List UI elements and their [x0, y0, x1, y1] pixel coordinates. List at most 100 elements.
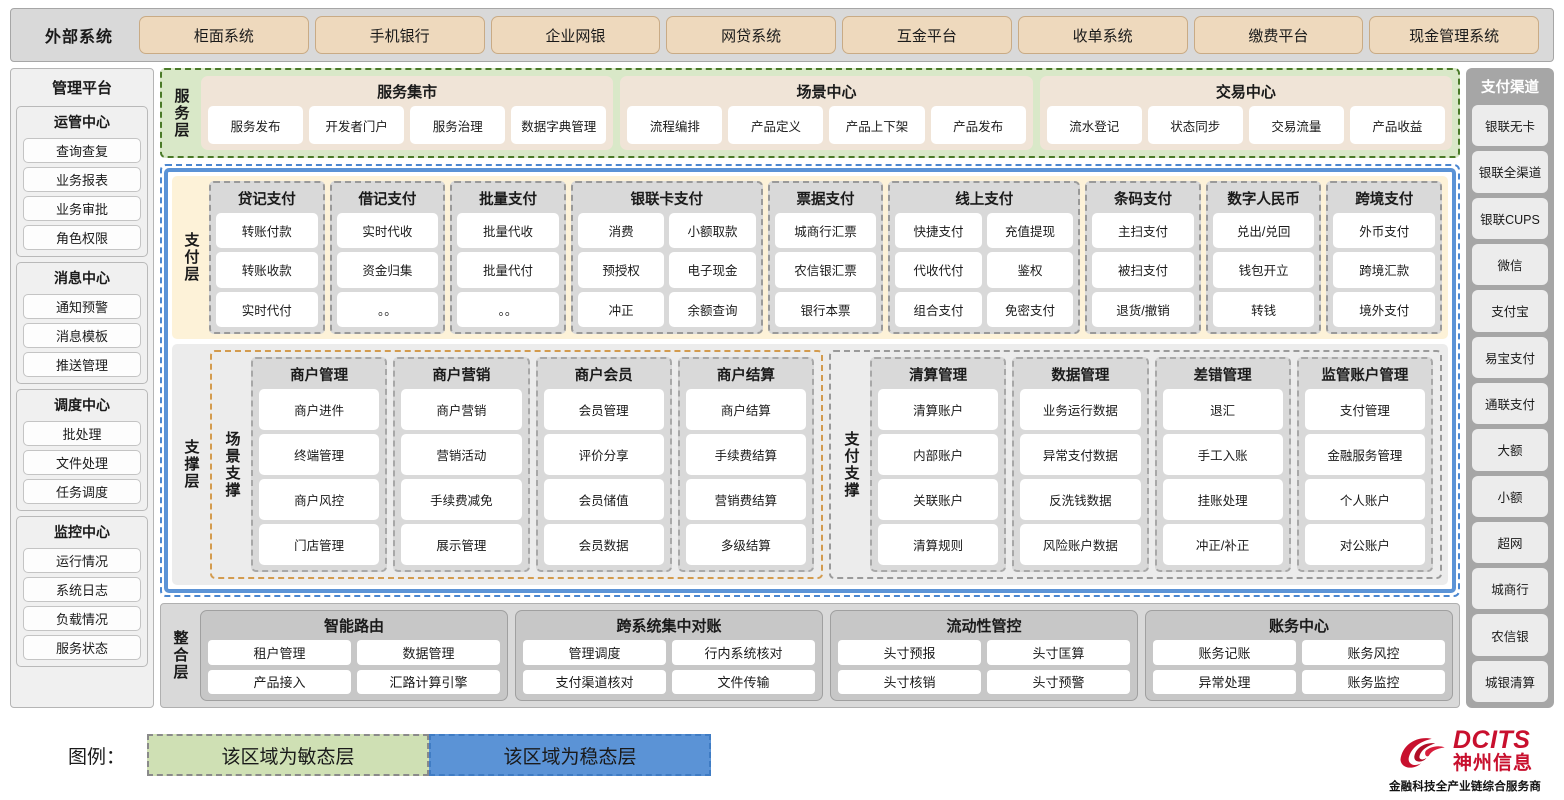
payment-channel-item[interactable]: 超网 [1472, 521, 1548, 564]
service-item[interactable]: 流水登记 [1046, 106, 1142, 144]
support-item[interactable]: 退汇 [1162, 389, 1283, 430]
payment-item[interactable]: 。。 [336, 291, 439, 327]
support-item[interactable]: 会员储值 [543, 479, 664, 520]
service-item[interactable]: 交易流量 [1248, 106, 1344, 144]
payment-item[interactable]: 农信银汇票 [774, 252, 877, 288]
payment-item[interactable]: 跨境汇款 [1333, 252, 1436, 288]
payment-channel-item[interactable]: 微信 [1472, 243, 1548, 286]
management-item[interactable]: 文件处理 [23, 450, 141, 475]
support-item[interactable]: 商户进件 [259, 389, 380, 430]
service-item[interactable]: 产品定义 [728, 106, 824, 144]
payment-item[interactable]: 资金归集 [336, 252, 439, 288]
payment-item[interactable]: 转账付款 [216, 213, 318, 249]
support-item[interactable]: 风险账户数据 [1020, 524, 1141, 565]
support-item[interactable]: 商户结算 [685, 389, 806, 430]
payment-item[interactable]: 冲正 [577, 291, 665, 327]
support-item[interactable]: 会员管理 [543, 389, 664, 430]
payment-channel-item[interactable]: 城商行 [1472, 568, 1548, 610]
payment-item[interactable]: 批量代收 [457, 213, 559, 249]
service-item[interactable]: 流程编排 [627, 106, 723, 144]
payment-item[interactable]: 钱包开立 [1212, 252, 1315, 288]
payment-item[interactable]: 被扫支付 [1092, 252, 1194, 288]
integration-item[interactable]: 头寸预警 [987, 669, 1130, 694]
payment-channel-item[interactable]: 小额 [1472, 475, 1548, 517]
payment-item[interactable]: 代收代付 [895, 252, 982, 288]
support-item[interactable]: 异常支付数据 [1020, 434, 1141, 475]
support-item[interactable]: 商户风控 [259, 479, 380, 520]
integration-item[interactable]: 异常处理 [1153, 669, 1296, 694]
management-item[interactable]: 批处理 [23, 421, 141, 446]
payment-item[interactable]: 退货/撤销 [1092, 291, 1194, 327]
support-item[interactable]: 支付管理 [1304, 389, 1425, 430]
payment-item[interactable]: 境外支付 [1333, 291, 1436, 327]
support-item[interactable]: 营销活动 [401, 434, 522, 475]
service-item[interactable]: 服务发布 [208, 106, 304, 144]
payment-item[interactable]: 城商行汇票 [774, 213, 877, 249]
payment-channel-item[interactable]: 支付宝 [1472, 290, 1548, 332]
payment-item[interactable]: 批量代付 [457, 252, 559, 288]
external-system-chip[interactable]: 柜面系统 [139, 16, 309, 54]
integration-item[interactable]: 管理调度 [523, 640, 666, 665]
support-item[interactable]: 手工入账 [1162, 434, 1283, 475]
payment-item[interactable]: 。。 [457, 291, 559, 327]
external-system-chip[interactable]: 缴费平台 [1193, 16, 1364, 54]
service-item[interactable]: 产品收益 [1349, 106, 1445, 144]
payment-item[interactable]: 鉴权 [986, 252, 1074, 288]
support-item[interactable]: 商户营销 [401, 389, 522, 430]
integration-item[interactable]: 支付渠道核对 [523, 669, 666, 694]
support-item[interactable]: 内部账户 [878, 434, 999, 475]
management-item[interactable]: 任务调度 [23, 479, 141, 504]
payment-channel-item[interactable]: 银联无卡 [1472, 105, 1548, 147]
payment-item[interactable]: 免密支付 [986, 291, 1074, 327]
integration-item[interactable]: 数据管理 [357, 640, 500, 665]
payment-item[interactable]: 电子现金 [669, 252, 756, 288]
service-item[interactable]: 产品发布 [930, 106, 1026, 144]
management-item[interactable]: 消息模板 [23, 323, 141, 348]
support-item[interactable]: 清算账户 [878, 389, 999, 430]
external-system-chip[interactable]: 网贷系统 [666, 16, 836, 54]
payment-channel-item[interactable]: 易宝支付 [1472, 336, 1548, 378]
payment-item[interactable]: 银行本票 [774, 291, 877, 327]
payment-channel-item[interactable]: 银联CUPS [1472, 197, 1548, 239]
payment-item[interactable]: 实时代付 [216, 291, 318, 327]
management-item[interactable]: 查询查复 [23, 138, 141, 163]
payment-item[interactable]: 组合支付 [895, 291, 982, 327]
support-item[interactable]: 多级结算 [685, 524, 806, 565]
payment-item[interactable]: 转钱 [1212, 291, 1315, 327]
support-item[interactable]: 反洗钱数据 [1020, 479, 1141, 520]
external-system-chip[interactable]: 企业网银 [490, 16, 661, 54]
payment-item[interactable]: 小额取款 [669, 213, 756, 249]
support-item[interactable]: 营销费结算 [685, 479, 806, 520]
support-item[interactable]: 展示管理 [401, 524, 522, 565]
support-item[interactable]: 关联账户 [878, 479, 999, 520]
service-item[interactable]: 数据字典管理 [511, 106, 607, 144]
support-item[interactable]: 清算规则 [878, 524, 999, 565]
support-item[interactable]: 手续费结算 [685, 434, 806, 475]
integration-item[interactable]: 文件传输 [672, 669, 815, 694]
external-system-chip[interactable]: 手机银行 [314, 16, 485, 54]
payment-item[interactable]: 外币支付 [1333, 213, 1436, 249]
service-item[interactable]: 开发者门户 [309, 106, 405, 144]
management-item[interactable]: 通知预警 [23, 294, 141, 319]
integration-item[interactable]: 产品接入 [208, 669, 351, 694]
management-item[interactable]: 服务状态 [23, 635, 141, 660]
external-system-chip[interactable]: 收单系统 [1017, 16, 1188, 54]
support-item[interactable]: 挂账处理 [1162, 479, 1283, 520]
integration-item[interactable]: 头寸核销 [838, 669, 981, 694]
payment-channel-item[interactable]: 银联全渠道 [1472, 151, 1548, 193]
service-item[interactable]: 服务治理 [410, 106, 506, 144]
integration-item[interactable]: 行内系统核对 [672, 640, 815, 665]
payment-channel-item[interactable]: 农信银 [1472, 614, 1548, 656]
support-item[interactable]: 业务运行数据 [1020, 389, 1141, 430]
support-item[interactable]: 评价分享 [543, 434, 664, 475]
payment-item[interactable]: 兑出/兑回 [1212, 213, 1315, 249]
payment-item[interactable]: 余额查询 [669, 291, 756, 327]
integration-item[interactable]: 租户管理 [208, 640, 351, 665]
payment-item[interactable]: 充值提现 [986, 213, 1074, 249]
integration-item[interactable]: 账务记账 [1153, 640, 1296, 665]
external-system-chip[interactable]: 互金平台 [842, 16, 1012, 54]
support-item[interactable]: 门店管理 [259, 524, 380, 565]
external-system-chip[interactable]: 现金管理系统 [1369, 16, 1539, 54]
payment-channel-item[interactable]: 大额 [1472, 429, 1548, 471]
support-item[interactable]: 终端管理 [259, 434, 380, 475]
